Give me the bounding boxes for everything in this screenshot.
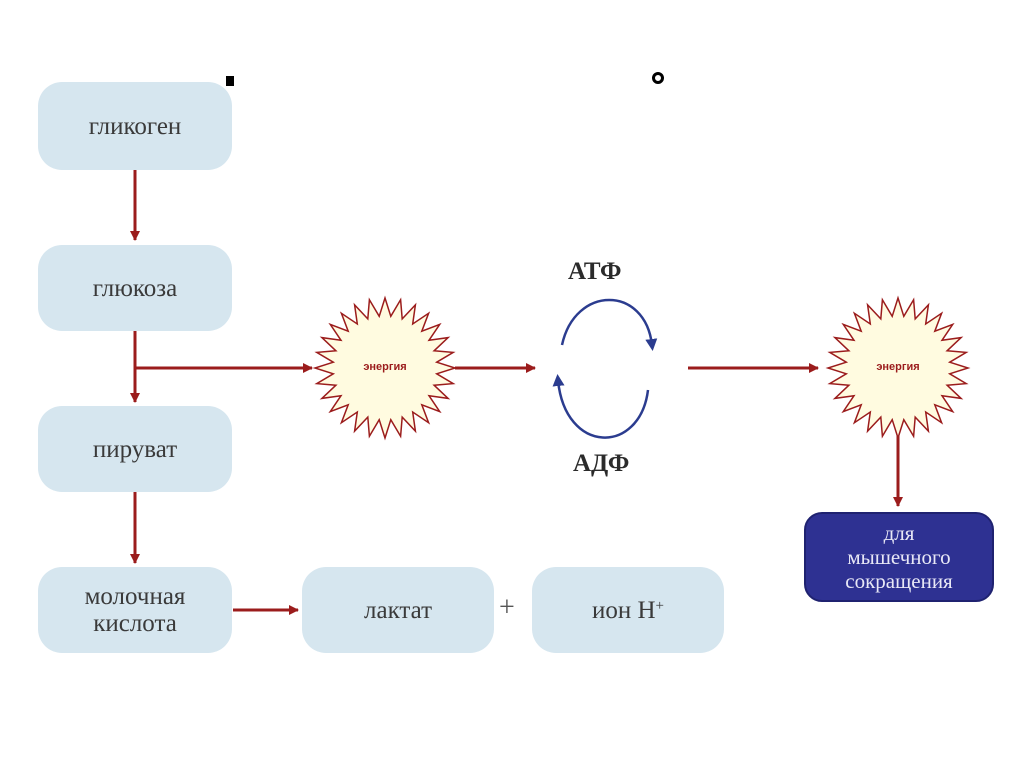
box-pyruvate: пируват <box>38 406 232 492</box>
title-fragment-right <box>650 58 668 88</box>
box-h-ion: ион Н+ <box>532 567 724 653</box>
energy-burst-shape <box>312 295 458 441</box>
energy-burst-left <box>312 295 458 441</box>
box-lactic-acid: молочная кислота <box>38 567 232 653</box>
box-lactate: лактат <box>302 567 494 653</box>
title-fragment-left <box>226 58 236 88</box>
h-ion-label: ион Н <box>591 596 656 624</box>
label-adp: АДФ <box>573 450 630 477</box>
energy-text-left: энергия <box>363 361 407 373</box>
box-glucose: глюкоза <box>38 245 232 331</box>
plus-sign: + <box>499 592 515 623</box>
label-atp: АТФ <box>568 258 622 285</box>
energy-burst-shape <box>825 295 971 441</box>
cycle-arc-top <box>560 298 658 351</box>
box-glycogen: гликоген <box>38 82 232 170</box>
energy-text-right: энергия <box>876 361 920 373</box>
energy-burst-right <box>825 295 971 441</box>
h-ion-charge: + <box>655 597 665 614</box>
box-muscle-contraction: для мышечного сокращения <box>804 512 994 602</box>
cycle-arc-bottom <box>552 374 650 439</box>
